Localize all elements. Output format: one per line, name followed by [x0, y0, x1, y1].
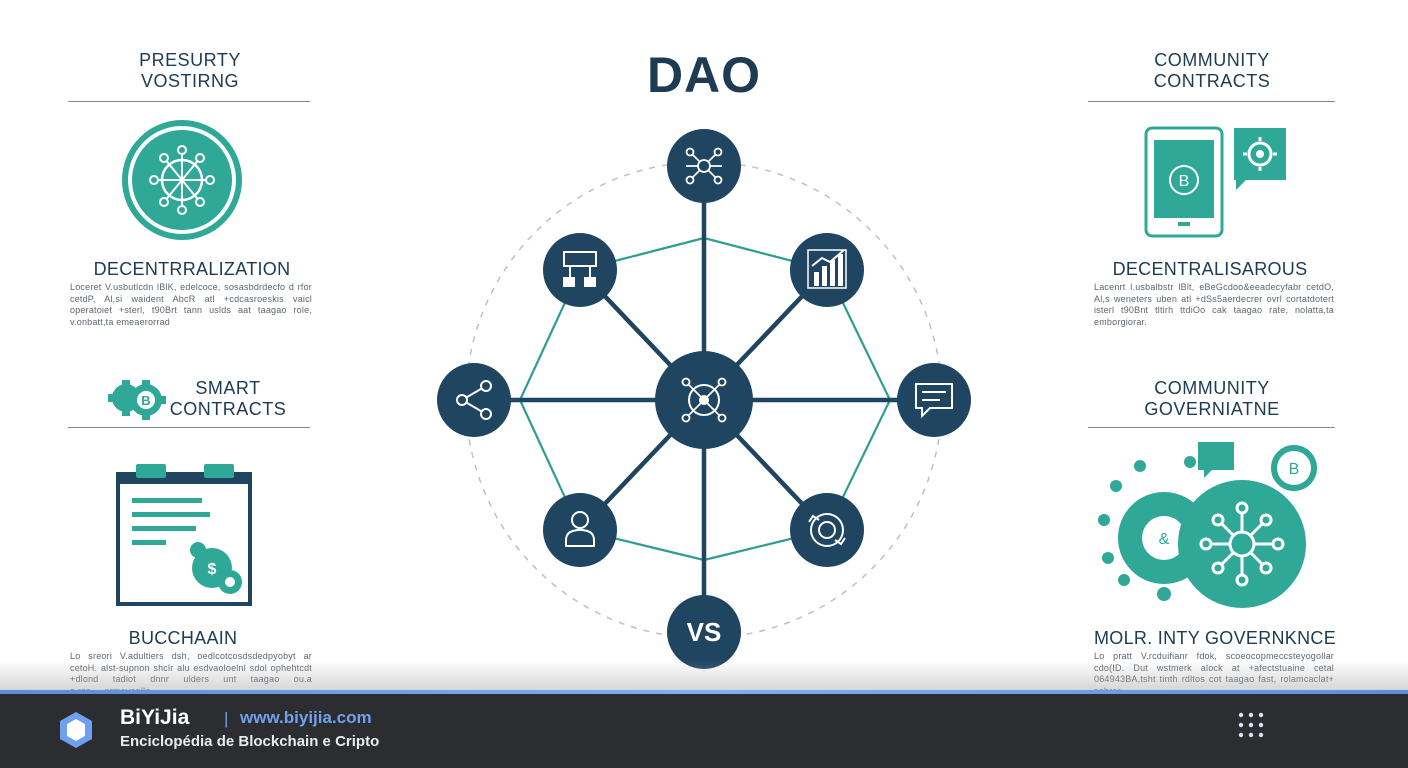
right-section2-title: COMMUNITY GOVERNIATNE: [1090, 378, 1334, 420]
left-top-heading: PRESURTY VOSTIRNG: [70, 50, 310, 92]
footer-fade: [0, 660, 1408, 694]
right-section2-title-line1: COMMUNITY: [1154, 378, 1270, 398]
right-section1-title: DECENTRALISAROUS: [1112, 259, 1308, 279]
right-section2-title-line2: GOVERNIATNE: [1144, 399, 1280, 419]
left-top-heading-line1: PRESURTY: [139, 50, 241, 70]
bar-chart-icon: [814, 254, 843, 286]
footer-tagline: Enciclopédia de Blockchain e Cripto: [120, 733, 380, 750]
footer-separator: |: [224, 709, 229, 728]
contract-document-icon: $: [116, 464, 252, 606]
left-section3-title: BUCCHAAIN: [128, 628, 238, 648]
node-bottom-label: VS: [687, 617, 722, 647]
node-right: [897, 363, 971, 437]
right-mid-divider: [1088, 427, 1335, 428]
svg-text:$: $: [208, 561, 217, 578]
share-icon: [456, 380, 492, 420]
svg-text:B: B: [1179, 173, 1190, 190]
left-mid-divider: [68, 427, 310, 428]
right-top-divider: [1088, 101, 1335, 102]
dao-hub-diagram: VS: [437, 129, 971, 669]
right-section3-title: MOLR. INTY GOVERNKNCE: [1094, 628, 1337, 648]
right-top-heading-line1: COMMUNITY: [1154, 50, 1270, 70]
refresh-token-icon: [808, 513, 846, 547]
dots-grid-icon[interactable]: [1234, 708, 1268, 742]
svg-text:B: B: [1289, 461, 1300, 478]
node-upper-right: [790, 233, 864, 307]
footer-bar: BiYiJia | www.biyijia.com Enciclopédia d…: [0, 694, 1408, 768]
network-icon: [685, 147, 723, 185]
node-upper-left: [543, 233, 617, 307]
tablet-chat-icon: B: [1144, 126, 1286, 238]
svg-text:B: B: [141, 393, 150, 408]
node-bottom: VS: [667, 595, 741, 669]
node-left: [437, 363, 511, 437]
right-section1-body: Lacenrt l.usbalbstr lBlt, eBeGcdoo&eeade…: [1094, 282, 1334, 327]
center-node: [655, 351, 753, 449]
footer-url-link[interactable]: www.biyijia.com: [240, 708, 372, 727]
node-lower-left: [543, 493, 617, 567]
user-icon: [565, 511, 595, 547]
left-section2-title-line1: SMART: [195, 378, 261, 398]
org-chart-icon: [563, 251, 597, 287]
main-title: DAO: [646, 47, 762, 103]
globe-network-icon: [122, 120, 242, 240]
left-section2-title-line2: CONTRACTS: [169, 399, 287, 419]
right-top-heading: COMMUNITY CONTRACTS: [1090, 50, 1334, 92]
footer-brand: BiYiJia: [120, 706, 190, 729]
right-top-heading-line2: CONTRACTS: [1153, 71, 1271, 91]
left-top-heading-line2: VOSTIRNG: [140, 71, 239, 91]
governance-network-icon: & B: [1098, 442, 1317, 608]
chat-icon: [915, 383, 953, 419]
gear-bitcoin-icon: B: [108, 380, 166, 420]
left-section1-body: Loceret V.usbutlcdn lBlK, edelcoce, sosa…: [70, 282, 312, 327]
hexagon-logo-icon: [60, 712, 92, 748]
node-lower-right: [790, 493, 864, 567]
node-top: [667, 129, 741, 203]
left-section1-title: DECENTRRALIZATION: [93, 259, 291, 279]
left-top-divider: [68, 101, 310, 102]
svg-text:&: &: [1159, 531, 1170, 548]
left-section2-title: SMART CONTRACTS: [166, 378, 290, 420]
footer-accent-line: [0, 690, 1408, 694]
